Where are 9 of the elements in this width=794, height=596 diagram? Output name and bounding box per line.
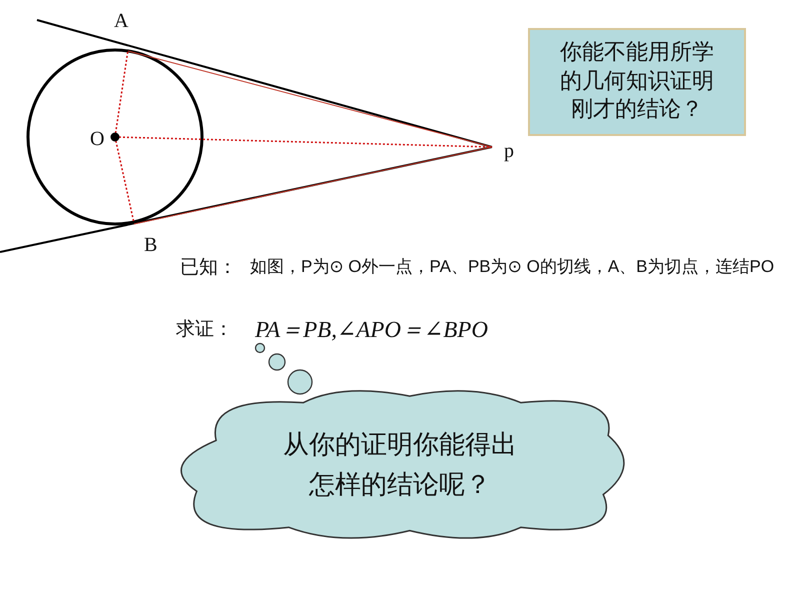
proof-goal: PA＝PB,∠APO＝∠BPO	[255, 316, 488, 344]
given-heading: 已知：	[180, 256, 237, 280]
point-label: p	[504, 140, 514, 163]
point-label: O	[90, 128, 104, 151]
point-label: A	[114, 10, 128, 33]
question-box: 你能不能用所学的几何知识证明刚才的结论？	[528, 28, 746, 136]
prove-heading: 求证：	[176, 318, 233, 342]
given-statement: 如图，P为⊙ O外一点，PA、PB为⊙ O的切线，A、B为切点，连结PO	[250, 256, 776, 278]
point-label: B	[144, 234, 158, 257]
